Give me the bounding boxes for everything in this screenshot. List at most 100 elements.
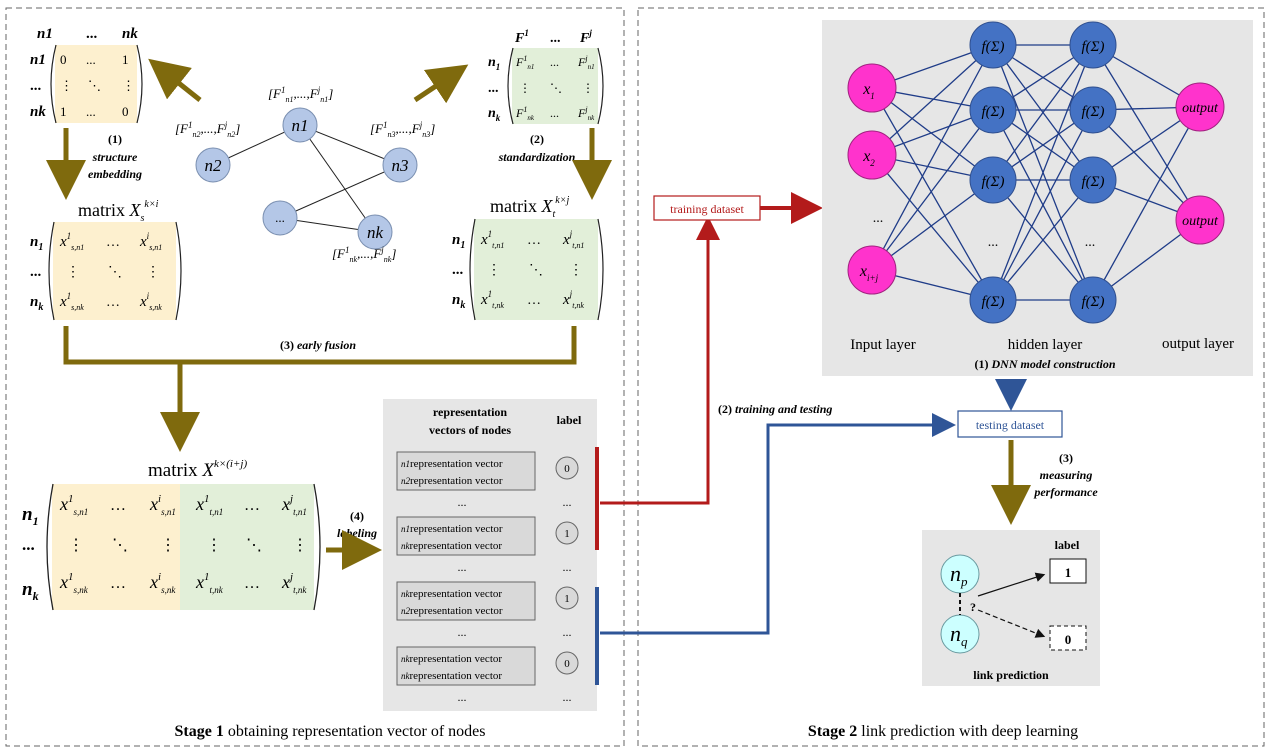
- arrow-to-label-1: [977, 572, 1046, 597]
- graph-node-n3: [382, 147, 418, 183]
- adj-col-1: n1: [37, 26, 53, 42]
- svg-text:matrix Xsk×i: matrix Xsk×i: [78, 199, 159, 224]
- svg-text:…: …: [527, 233, 541, 248]
- svg-text:nk: nk: [30, 294, 43, 313]
- svg-text:⋮: ⋮: [569, 263, 583, 278]
- repr-vector-box: [396, 516, 536, 556]
- dnn-edge: [871, 109, 994, 271]
- dnn-nodes: x1x2xi+j...f(Σ)f(Σ)f(Σ)f(Σ)f(Σ)f(Σ)f(Σ)f…: [847, 21, 1225, 324]
- repr-vector-box: [396, 581, 536, 621]
- step1-line2: embedding: [88, 167, 142, 181]
- svg-text:...: ...: [30, 264, 42, 280]
- repr-label-value: 1: [564, 528, 570, 540]
- svg-text:⋮: ⋮: [519, 81, 531, 95]
- svg-text:...: ...: [550, 55, 559, 69]
- svg-text:…: …: [110, 575, 126, 592]
- dnn-edge: [1092, 109, 1201, 221]
- output-neuron: [1175, 82, 1225, 132]
- svg-text:⋱: ⋱: [108, 265, 122, 280]
- hidden1-ellipsis: ...: [988, 235, 999, 250]
- representation-rows: n1representation vectorn2representation …: [396, 451, 579, 704]
- repr-ellipsis: ...: [458, 690, 467, 704]
- svg-text:n1: n1: [22, 504, 39, 528]
- output-neuron-label: output: [1182, 101, 1219, 116]
- matrix-fused: matrix Xk×(i+j) n1 ... nk x1s,n1 … xis,n…: [22, 458, 321, 611]
- measuring-line2: performance: [1033, 485, 1098, 499]
- early-fusion-bracket: [63, 326, 577, 365]
- matrix-xs-word: matrix: [78, 200, 125, 220]
- svg-text:⋮: ⋮: [292, 537, 308, 554]
- testing-dataset-label: testing dataset: [976, 418, 1045, 432]
- svg-text:⋱: ⋱: [529, 263, 543, 278]
- svg-text:nk: nk: [22, 579, 39, 603]
- matrix-fused-word: matrix: [148, 460, 198, 481]
- dnn-edge: [871, 154, 994, 301]
- repr-vector-box: [396, 646, 536, 686]
- dnn-edge: [871, 44, 994, 271]
- adj-cell: ⋮: [60, 78, 73, 93]
- adj-cell: 0: [122, 104, 129, 119]
- repr-vector-line: nkrepresentation vector: [401, 670, 502, 682]
- svg-text:…: …: [244, 497, 260, 514]
- graph-node-ellipsis: [262, 200, 298, 236]
- svg-text:...: ...: [452, 262, 464, 278]
- repr-header-line1: representation: [433, 405, 508, 419]
- output-layer-label: output layer: [1162, 336, 1234, 352]
- svg-text:nk: nk: [488, 106, 501, 123]
- adj-cell: ⋮: [122, 78, 135, 93]
- link-prediction-panel: [922, 530, 1100, 686]
- hidden-neuron-label: f(Σ): [1081, 104, 1104, 120]
- node-nq-label: nq: [950, 621, 968, 649]
- svg-text:…: …: [527, 293, 541, 308]
- repr-label-value: 1: [564, 593, 570, 605]
- hidden-neuron-label: f(Σ): [981, 174, 1004, 190]
- step1-line1: structure: [92, 150, 138, 164]
- svg-text:F1: F1: [514, 28, 529, 46]
- step3-label: (3) early fusion: [280, 338, 356, 352]
- input-neuron: [847, 130, 897, 180]
- dnn-edge: [871, 87, 994, 181]
- repr-ellipsis: ...: [458, 495, 467, 509]
- svg-text:Fj: Fj: [579, 28, 592, 46]
- label-0-box: [1049, 625, 1087, 651]
- label-1-text: 1: [1065, 565, 1072, 580]
- stage2-caption: Stage 2 link prediction with deep learni…: [808, 723, 1078, 740]
- output-neuron-label: output: [1182, 214, 1219, 229]
- step4-num: (4): [350, 509, 364, 523]
- adj-cell: ⋱: [88, 78, 101, 93]
- adj-cell: 1: [60, 104, 67, 119]
- hidden-neuron: [1069, 21, 1117, 69]
- graph-node-n2: [195, 147, 231, 183]
- graph-node-nk: [357, 214, 393, 250]
- repr-vector-line: nkrepresentation vector: [401, 653, 502, 665]
- hidden-neuron-label: f(Σ): [981, 294, 1004, 310]
- testing-path: [600, 413, 956, 635]
- adj-row-1: n1: [30, 52, 46, 68]
- label-0-text: 0: [1065, 632, 1072, 647]
- repr-label-circle: [555, 521, 579, 545]
- repr-label-circle: [555, 456, 579, 480]
- svg-text:n1: n1: [30, 234, 43, 253]
- feature-annotation-n3: [F1n3,...,Fjn3]: [370, 120, 435, 139]
- svg-text:n1: n1: [452, 232, 465, 251]
- repr-header-line2: vectors of nodes: [429, 423, 511, 437]
- dnn-edge: [992, 109, 1094, 301]
- feature-col-2: ...: [550, 31, 561, 46]
- repr-vector-line: n2representation vector: [401, 475, 503, 487]
- adj-row-3: nk: [30, 104, 46, 120]
- graph-node-n1: [282, 107, 318, 143]
- hidden-neuron-label: f(Σ): [981, 39, 1004, 55]
- repr-label-ellipsis: ...: [563, 495, 572, 509]
- adj-cell: 0: [60, 52, 67, 67]
- repr-ellipsis: ...: [458, 625, 467, 639]
- dnn-edge: [871, 44, 994, 156]
- training-path: [600, 216, 720, 505]
- stage1-panel: [5, 7, 625, 747]
- arrow-to-adjacency: [148, 58, 202, 102]
- step1-num: (1): [108, 132, 122, 146]
- dnn-edge: [992, 44, 1094, 181]
- svg-text:…: …: [244, 575, 260, 592]
- testing-dataset-box: [957, 410, 1063, 438]
- svg-text:⋮: ⋮: [146, 265, 160, 280]
- repr-label-ellipsis: ...: [563, 690, 572, 704]
